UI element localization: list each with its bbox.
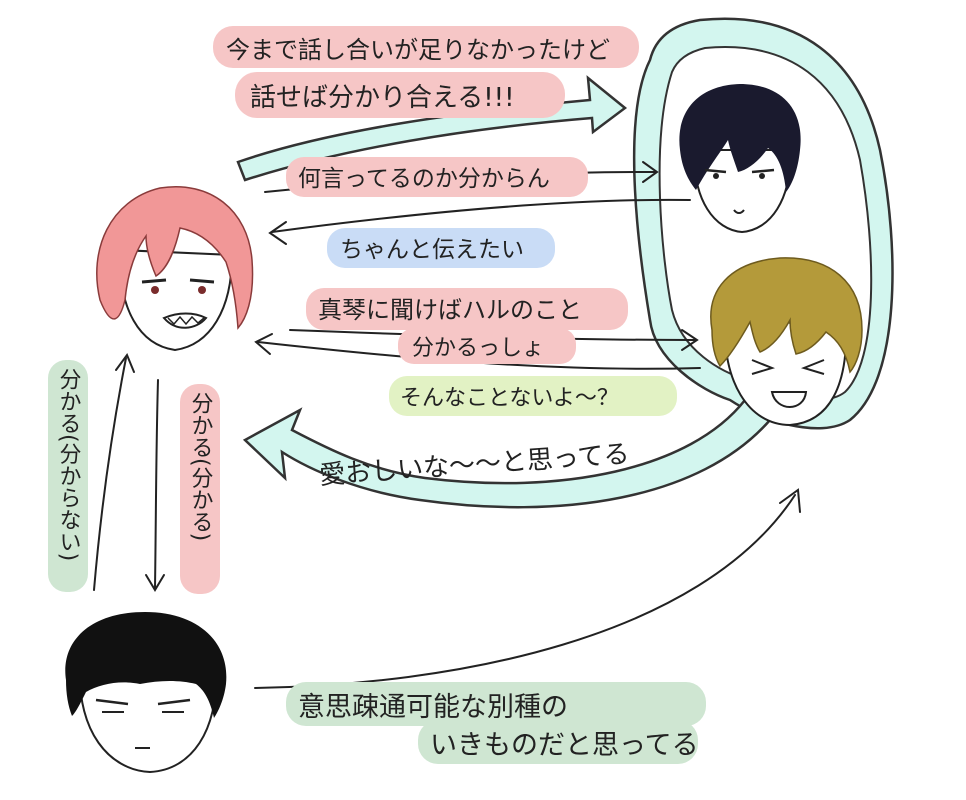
rin-eyes xyxy=(141,278,215,284)
label-backgrounds xyxy=(48,26,706,764)
sousuke-eyes xyxy=(95,698,191,706)
sousuke-hair xyxy=(65,612,227,718)
haru-eyes xyxy=(704,168,775,174)
label-rin-to-haru: 何言ってるのか分からん xyxy=(298,166,550,192)
rin-face xyxy=(118,248,234,352)
arrow-sousuke-to-group-head xyxy=(779,488,801,513)
character-sousuke xyxy=(65,612,227,774)
label-sousuke-to-group-2: いきものだと思ってる xyxy=(430,730,699,761)
haru-mouth xyxy=(733,209,745,214)
arrow-haru-to-rin xyxy=(271,198,691,233)
makoto-mouth xyxy=(770,391,808,408)
label-rin-to-group-1: 今まで話し合いが足りなかったけど xyxy=(226,36,610,64)
label-haru-to-rin: ちゃんと伝えたい xyxy=(340,237,524,263)
thin-arrows xyxy=(93,161,801,689)
arrow-sousuke-to-rin xyxy=(93,357,127,591)
arrow-sousuke-to-group xyxy=(254,494,796,689)
big-arrow-top xyxy=(236,75,628,182)
label-sousuke-to-group-1: 意思疎通可能な別種の xyxy=(298,692,568,723)
arrow-rin-to-sousuke-head xyxy=(145,574,165,592)
character-haru xyxy=(679,84,801,234)
arrow-sousuke-to-rin-head xyxy=(115,352,135,373)
makoto-hair xyxy=(710,257,863,374)
arrow-haru-to-rin-head xyxy=(268,221,287,245)
arrow-rin-to-makoto-head xyxy=(681,329,699,351)
arrow-rin-to-sousuke xyxy=(154,379,159,589)
label-rin-to-makoto-1: 真琴に聞けばハルのこと xyxy=(318,296,582,324)
arrow-rin-to-haru-head xyxy=(642,161,659,183)
arrow-makoto-to-rin-head xyxy=(254,333,273,355)
rin-hair xyxy=(96,186,254,330)
character-rin xyxy=(96,186,254,352)
character-makoto xyxy=(710,257,863,427)
big-arrow-bottom xyxy=(242,398,772,509)
makoto-eyes xyxy=(751,359,825,375)
label-rin-to-group-2: 話せば分かり合える!!! xyxy=(250,83,515,113)
label-sousuke-to-rin: 分かる(分からない) xyxy=(56,368,82,561)
label-rin-to-sousuke: 分かる(分かる) xyxy=(188,392,214,541)
label-rin-to-makoto-2: 分かるっしょ xyxy=(412,336,544,361)
haru-hair xyxy=(679,84,801,192)
label-makoto-to-rin: そんなことないよ〜？ xyxy=(400,386,619,411)
makoto-face xyxy=(723,318,848,427)
